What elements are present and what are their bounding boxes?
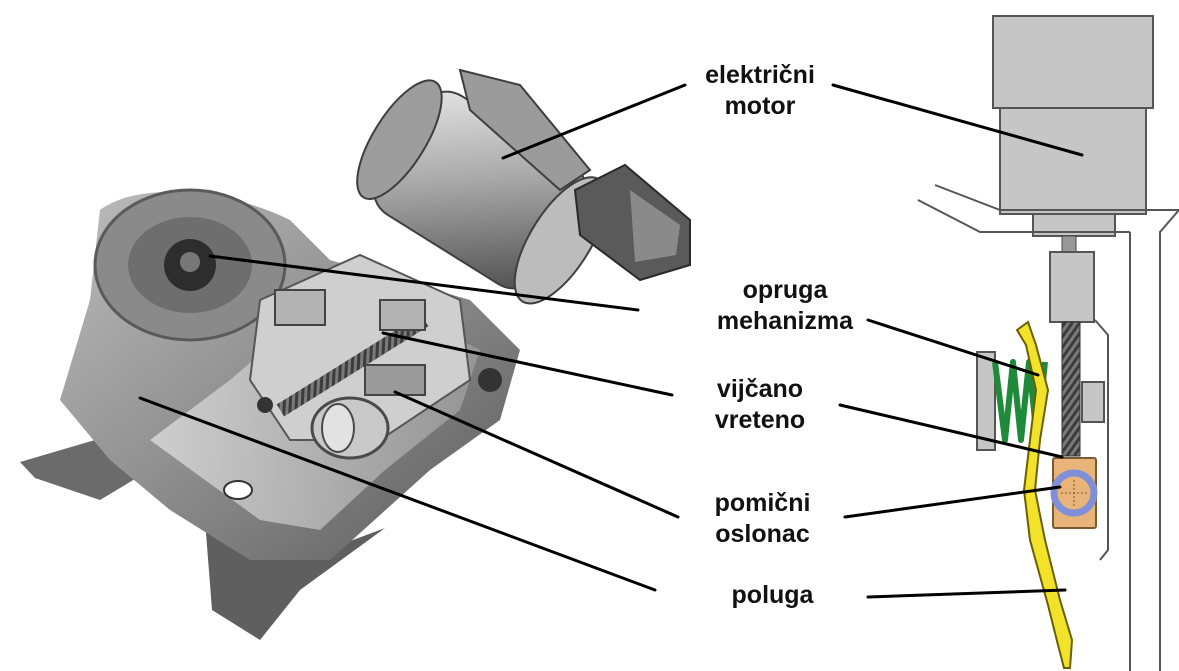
roller-end [321, 403, 355, 453]
leader-motor-left [501, 83, 687, 160]
label-movable-support-line1: pomični [714, 489, 811, 517]
leader-motor-right [831, 83, 1084, 157]
leader-spring-right [866, 318, 1040, 377]
label-mechanism-spring-line2: mehanizma [716, 307, 854, 335]
bolt-head-1 [478, 368, 502, 392]
slot-hole [223, 480, 253, 500]
leader-spring-left [208, 254, 640, 312]
label-screw-spindle-line2: vreteno [714, 406, 806, 434]
leader-lines [138, 83, 1084, 599]
schematic-lever [1015, 320, 1074, 669]
schematic-spindle [1061, 321, 1081, 457]
internal-block-2 [379, 299, 426, 331]
label-mechanism-spring-line1: opruga [742, 276, 828, 304]
schematic [917, 15, 1179, 671]
schematic-nut-block [1049, 251, 1095, 323]
leader-screw-right [838, 403, 1064, 459]
label-movable-support-line2: oslonac [715, 520, 810, 548]
schematic-shaft [1061, 235, 1077, 253]
actuator-assembly-3d [20, 68, 691, 640]
bolt-head-2 [257, 397, 273, 413]
spring-hub-nut [180, 252, 200, 272]
schematic-motor-body [999, 107, 1147, 215]
schematic-motor-top [992, 15, 1154, 109]
internal-block-1 [274, 289, 326, 326]
label-electric-motor-line1: električni [705, 61, 815, 89]
schematic-frame-lower [917, 199, 1130, 233]
leader-screw-left [381, 331, 674, 397]
schematic-guide-block [1081, 381, 1105, 423]
motor-flange [458, 68, 592, 192]
label-screw-spindle-line1: vijčano [716, 375, 804, 403]
connector-face [630, 190, 680, 262]
label-lever-line1: poluga [731, 581, 814, 609]
label-electric-motor-line2: motor [724, 92, 796, 120]
leader-support-right [843, 485, 1062, 519]
label-movable-support: pomični oslonac [680, 488, 845, 550]
leader-lever-right [866, 588, 1067, 599]
label-mechanism-spring: opruga mehanizma [700, 275, 870, 337]
label-screw-spindle: vijčano vreteno [680, 374, 840, 436]
schematic-frame-vertical-2 [1159, 209, 1179, 671]
schematic-guide [1094, 319, 1109, 561]
schematic-frame-upper [934, 184, 1179, 211]
label-lever: poluga [680, 580, 865, 611]
label-electric-motor: električni motor [690, 60, 830, 122]
internal-block-3 [364, 364, 426, 396]
threaded-spindle [276, 314, 429, 417]
schematic-spring-housing [976, 351, 996, 451]
leader-lever-left [138, 396, 657, 592]
leader-support-left [393, 390, 680, 519]
